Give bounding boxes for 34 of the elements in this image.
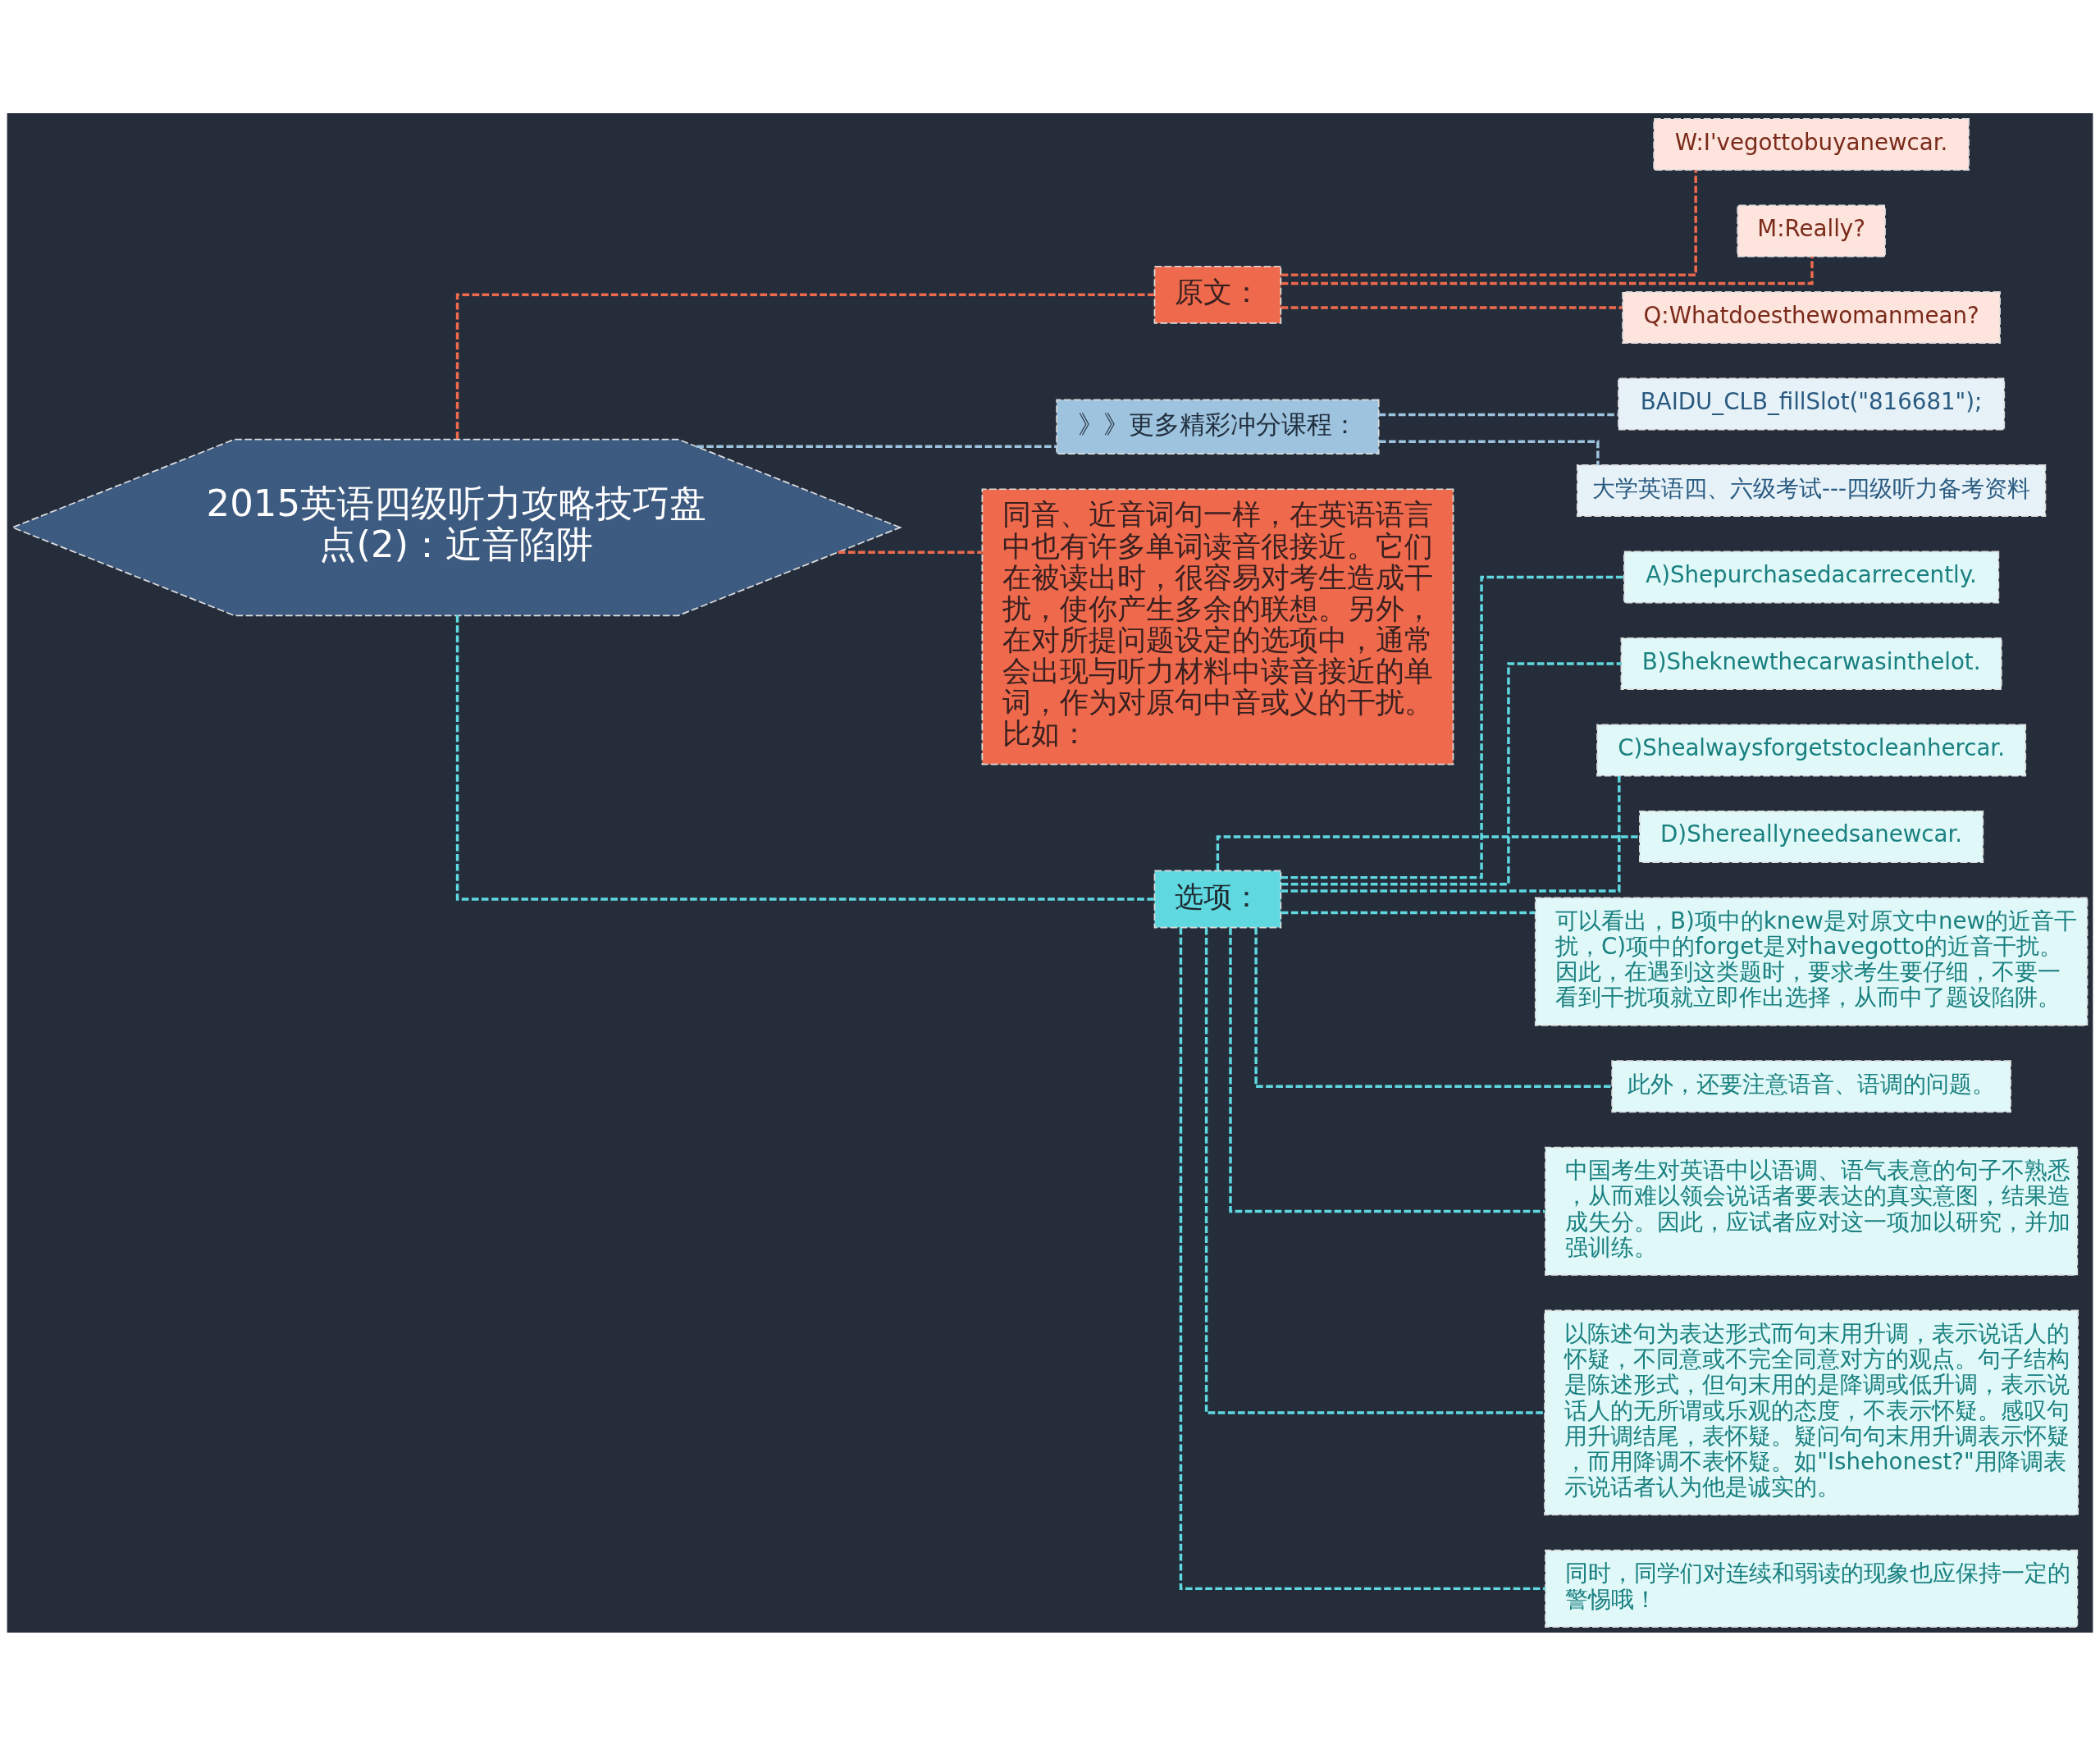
connector	[1281, 305, 1623, 309]
node-box: 同时，同学们对连续和弱读的现象也应保持一定的警惕哦！	[1545, 1549, 2079, 1628]
connector	[1281, 170, 1697, 276]
node-box: BAIDU_CLB_fillSlot("816681");	[1618, 377, 2006, 430]
node-box: 可以看出，B)项中的knew是对原文中new的近音干扰，C)项中的forget是对havegotto的近音干扰。因此，在遇到这类题时，要求考生要仔细，不要一看到干扰项就立即作出选择，从而中了题设陷阱。	[1534, 896, 2089, 1026]
connector	[1179, 927, 1545, 1590]
connector	[1229, 927, 1545, 1213]
node-box: M:Really?	[1737, 204, 1886, 257]
connector	[1254, 927, 1613, 1088]
node-box: D)Shereallyneedsanewcar.	[1639, 810, 1984, 863]
connector	[1216, 834, 1640, 870]
connector	[1281, 661, 1622, 886]
node-box: 同音、近音词句一样，在英语语言中也有许多单词读音很接近。它们在被读出时，很容易对考生造成干扰，使你产生多余的联想。另外，在对所提问题设定的选项中，通常会出现与听力材料中读音接近的单词，作为对原句中音或义的干扰。比如：	[981, 487, 1454, 765]
connector	[696, 445, 1057, 448]
connector	[455, 614, 1154, 901]
connector	[1281, 575, 1624, 879]
node-box: Q:Whatdoesthewomanmean?	[1622, 290, 2001, 344]
node-box: C)Shealwaysforgetstocleanhercar.	[1596, 723, 2027, 776]
node-box: 大学英语四、六级考试---四级听力备考资料	[1576, 464, 2047, 517]
connector	[1204, 927, 1545, 1414]
node-box: 》》更多精彩冲分课程：	[1056, 398, 1380, 455]
connector	[455, 293, 1154, 439]
node-box: 此外，还要注意语音、语调的问题。	[1611, 1059, 2011, 1112]
connector	[1378, 413, 1618, 416]
node-box: 以陈述句为表达形式而句末用升调，表示说话人的怀疑，不同意或不完全同意对方的观点。句子结构是陈述形式，但句末用的是降调或低升调，表示说话人的无所谓或乐观的态度，不表示怀疑。感叹句用升调结尾，表怀疑。疑问句句末用升调表示怀疑，而用降调不表怀疑。如"Ishehonest?"用降调表示说话者认为他是诚实的。	[1544, 1309, 2079, 1515]
node-box: 选项：	[1153, 870, 1282, 928]
connector	[1281, 775, 1621, 893]
node-box: 中国考生对英语中以语调、语气表意的句子不熟悉，从而难以领会说话者要表达的真实意图，结果造成失分。因此，应试者应对这一项加以研究，并加强训练。	[1545, 1146, 2079, 1276]
node-box: A)Shepurchasedacarrecently.	[1623, 550, 2000, 603]
connector	[1281, 911, 1536, 914]
node-box: W:I'vegottobuyanewcar.	[1653, 117, 1970, 171]
connector	[838, 550, 982, 554]
node-box: 原文：	[1153, 265, 1282, 324]
node-box: B)Sheknewthecarwasinthelot.	[1620, 637, 2002, 690]
